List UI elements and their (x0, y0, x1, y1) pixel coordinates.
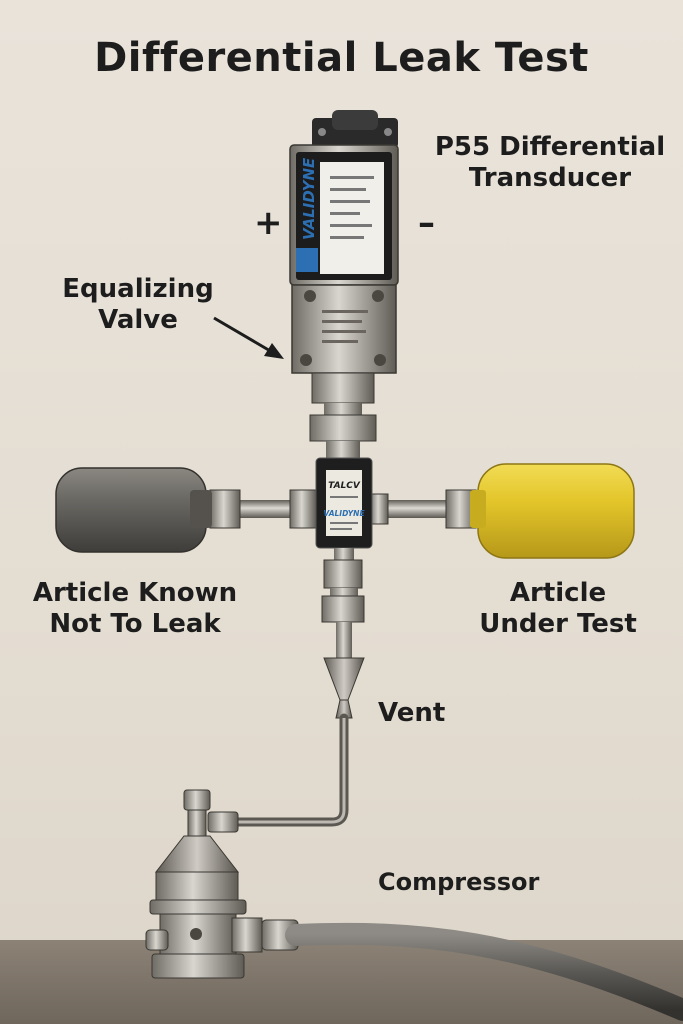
upper-fittings (309, 372, 377, 459)
compressor-label: Compressor (378, 868, 540, 896)
article-under-test-tank (470, 463, 635, 559)
vent-label: Vent (378, 698, 446, 728)
equalizing-valve-label: Equalizing Valve (62, 274, 214, 336)
transducer-label: P55 Differential Transducer (434, 132, 666, 194)
lower-fittings (321, 548, 365, 658)
center-tee-valve: TALCV VALIDYNE (315, 457, 373, 549)
article-under-test-label: Article Under Test (479, 578, 637, 640)
minus-port-label: – (418, 203, 435, 243)
transducer-brand: VALIDYNE (300, 157, 318, 240)
page-title: Differential Leak Test (94, 35, 589, 81)
left-fittings (209, 489, 317, 529)
equalizing-valve-block (291, 284, 397, 374)
compressor-unit (145, 789, 299, 979)
known-article-label: Article Known Not To Leak (32, 578, 238, 640)
vent-cone (323, 657, 365, 719)
compressor-hose (285, 922, 683, 1021)
compressor-line (227, 713, 349, 827)
floor-surface (0, 940, 683, 1024)
p55-transducer-body: VALIDYNE (289, 144, 399, 286)
valve-brand-bottom: VALIDYNE (323, 509, 365, 518)
arrow-pointer-icon (213, 316, 284, 359)
transducer-connector (312, 110, 398, 148)
known-article-tank (55, 467, 212, 553)
plus-port-label: + (254, 203, 283, 243)
valve-brand-top: TALCV (328, 481, 361, 491)
